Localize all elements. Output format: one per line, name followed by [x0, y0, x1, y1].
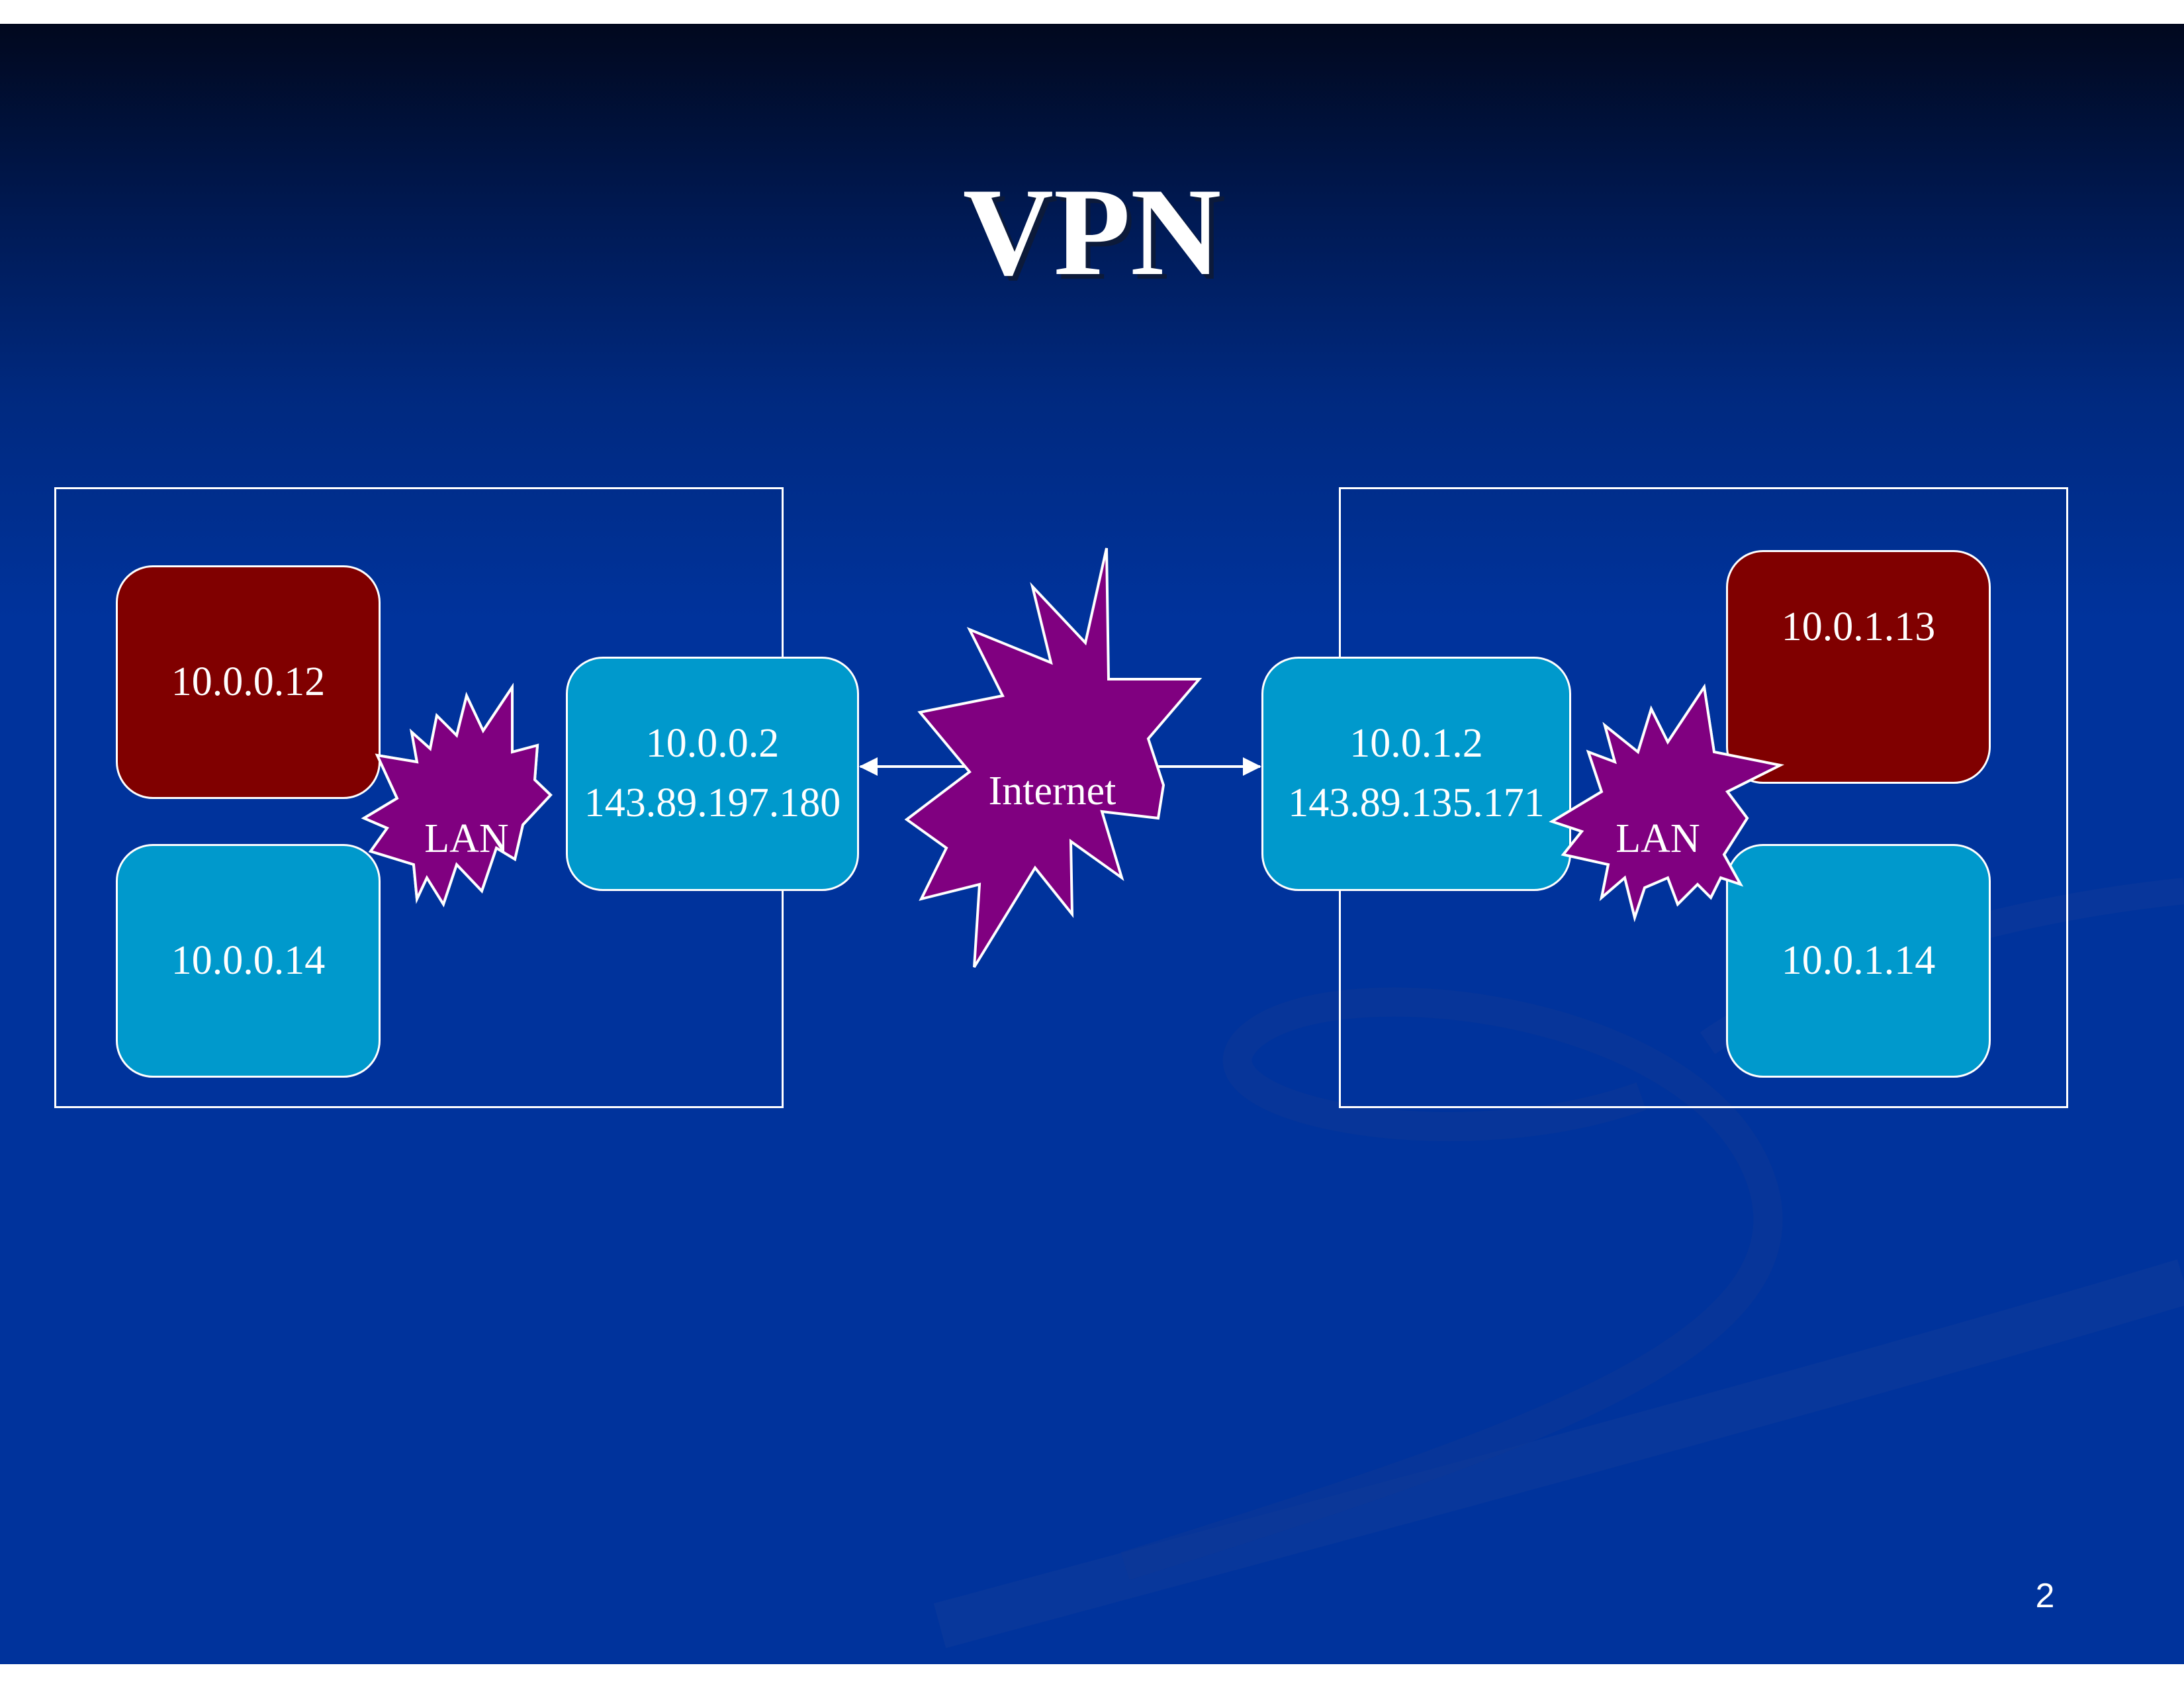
slide-title: VPN — [962, 163, 1222, 302]
left-lan-cloud-shape-front — [361, 682, 553, 908]
host-10-0-0-14: 10.0.0.14 — [116, 844, 381, 1078]
host-label: 10.0.1.14 — [1781, 937, 1936, 983]
page-number: 2 — [2035, 1577, 2055, 1615]
right-lan-cloud-shape-front — [1549, 683, 1785, 923]
gateway-public-ip: 143.89.135.171 — [1288, 780, 1545, 825]
left-lan-label: LAN — [424, 816, 509, 861]
right-vpn-gateway: 10.0.1.2 143.89.135.171 — [1261, 657, 1571, 891]
internet-label: Internet — [988, 769, 1116, 814]
overlap-fix — [361, 682, 1785, 923]
gateway-public-ip: 143.89.197.180 — [584, 780, 841, 825]
left-vpn-gateway: 10.0.0.2 143.89.197.180 — [566, 657, 859, 891]
gateway-private-ip: 10.0.1.2 — [1349, 721, 1483, 767]
host-label: 10.0.1.13 — [1781, 604, 1936, 649]
slide: VPN 10.0.0.12 10.0.0.14 10.0.0.2 143.89.… — [0, 24, 2184, 1664]
host-10-0-1-13: 10.0.1.13 — [1726, 550, 1991, 784]
host-label: 10.0.0.12 — [171, 659, 326, 704]
host-10-0-0-12: 10.0.0.12 — [116, 565, 381, 799]
host-10-0-1-14: 10.0.1.14 — [1726, 844, 1991, 1078]
host-label: 10.0.0.14 — [171, 937, 326, 983]
right-lan-label: LAN — [1615, 816, 1700, 861]
internet-cloud-shape — [904, 547, 1203, 968]
gateway-private-ip: 10.0.0.2 — [645, 721, 780, 767]
